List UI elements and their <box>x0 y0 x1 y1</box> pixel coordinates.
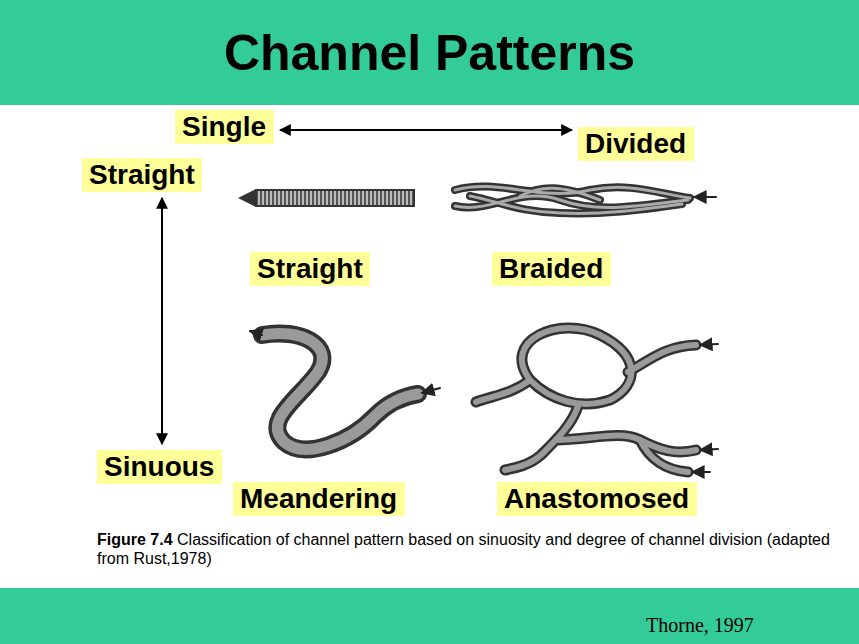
straight-channel <box>238 189 414 207</box>
axis-label-box: Sinuous <box>97 450 222 484</box>
axis-label-box: Anastomosed <box>497 482 697 516</box>
axis-label-box: Straight <box>250 252 370 286</box>
double-arrow <box>161 198 163 444</box>
label-text: Single <box>182 111 266 142</box>
axis-label-box: Divided <box>578 127 694 161</box>
label-text: Divided <box>585 128 686 159</box>
label-text: Straight <box>89 159 195 190</box>
anastomosed-channel <box>476 328 718 472</box>
figure-caption: Figure 7.4 Classification of channel pat… <box>97 530 842 568</box>
axis-label-box: Meandering <box>233 482 405 516</box>
braided-channel <box>455 187 716 214</box>
axis-label-box: Single <box>175 110 274 144</box>
title: Channel Patterns <box>0 0 859 105</box>
label-text: Braided <box>499 253 603 284</box>
axis-label-box: Straight <box>82 158 202 192</box>
double-arrow <box>280 129 572 131</box>
source-citation: Thorne, 1997 <box>646 614 754 637</box>
label-text: Anastomosed <box>504 483 689 514</box>
label-text: Meandering <box>240 483 397 514</box>
label-text: Straight <box>257 253 363 284</box>
label-text: Sinuous <box>104 451 214 482</box>
meandering-channel <box>250 331 440 449</box>
axis-label-box: Braided <box>492 252 611 286</box>
